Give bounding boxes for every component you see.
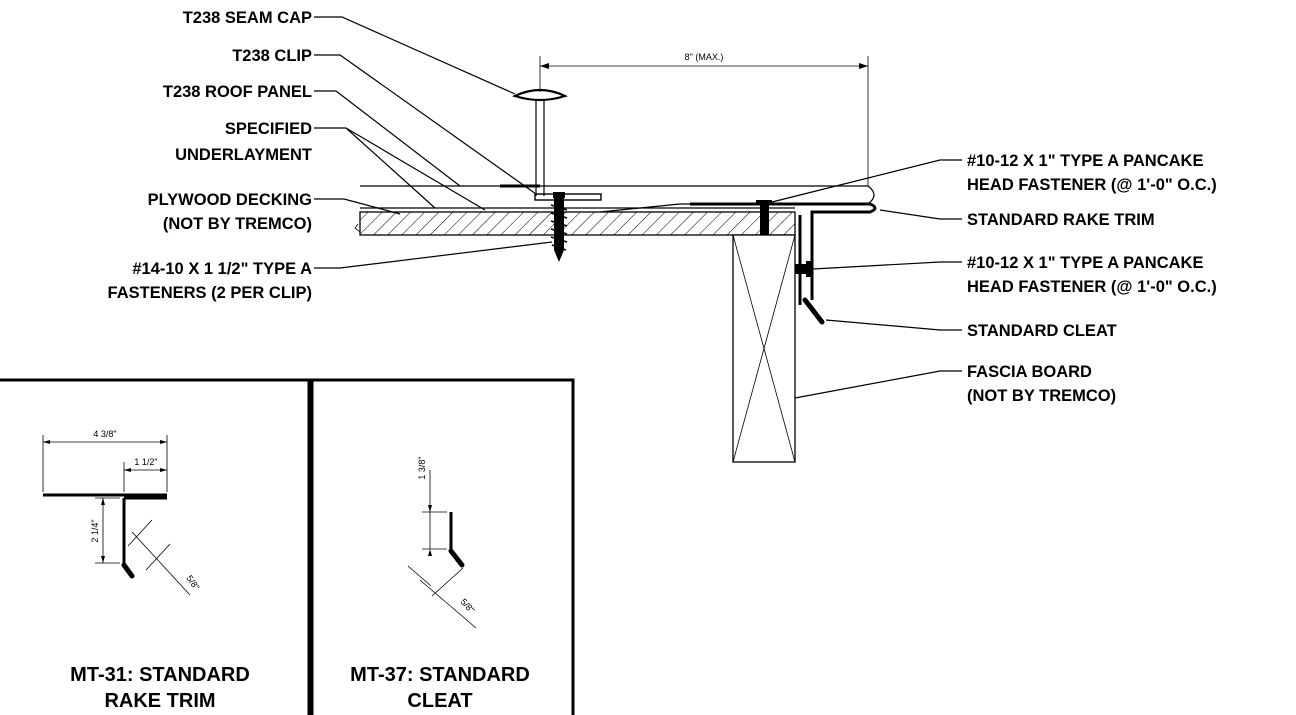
leader-clip [314, 54, 537, 195]
max-width-dimension: 8" (MAX.) [539, 52, 869, 186]
max-width-label: 8" (MAX.) [685, 52, 724, 62]
leader-pancake-top [771, 159, 962, 203]
mt37-box-border [310, 378, 575, 715]
seam-cap [512, 88, 568, 102]
leader-decking [314, 198, 401, 215]
leader-underlayment-b [345, 127, 486, 211]
right-callouts: #10-12 X 1" TYPE A PANCAKE HEAD FASTENER… [771, 152, 1217, 405]
detail-boxes [0, 378, 575, 715]
label-fasteners-2: FASTENERS (2 PER CLIP) [108, 284, 312, 302]
leader-cleat [825, 319, 962, 331]
label-fascia-2: (NOT BY TREMCO) [967, 387, 1116, 405]
mt31-flange-label: 1 1/2" [134, 457, 157, 467]
cleat-kick [802, 297, 825, 325]
mt31-kick [121, 562, 135, 579]
clip-fastener-icon [550, 192, 568, 262]
mt37-kick [448, 548, 465, 568]
clip-base [534, 193, 602, 201]
mt31-kick-label: 5/8" [184, 573, 201, 592]
label-cleat: STANDARD CLEAT [967, 322, 1117, 340]
label-roof-panel: T238 ROOF PANEL [163, 83, 312, 101]
label-underlayment-2: UNDERLAYMENT [175, 146, 312, 164]
leader-rake-trim [879, 209, 962, 220]
mt31-width-label: 4 3/8" [93, 429, 116, 439]
leader-underlayment-a [314, 127, 436, 209]
plywood-decking [359, 211, 796, 236]
label-clip: T238 CLIP [232, 47, 312, 65]
label-pancake-mid-2: HEAD FASTENER (@ 1'-0" O.C.) [967, 278, 1217, 296]
main-section: 8" (MAX.) [354, 52, 877, 463]
leader-fasteners [314, 241, 553, 269]
label-pancake-mid-1: #10-12 X 1" TYPE A PANCAKE [967, 254, 1203, 272]
label-rake-trim: STANDARD RAKE TRIM [967, 211, 1155, 229]
leader-seam-cap [314, 16, 516, 95]
left-callouts: T238 SEAM CAP T238 CLIP T238 ROOF PANEL … [108, 9, 553, 302]
mt37-height-label: 1 3/8" [417, 456, 427, 479]
label-decking-2: (NOT BY TREMCO) [163, 215, 312, 233]
mt31-height-label: 2 1/4" [90, 519, 100, 542]
leader-roof-panel [314, 90, 461, 187]
mt37-kick-label: 5/8" [459, 597, 477, 615]
label-seam-cap: T238 SEAM CAP [183, 9, 312, 27]
label-pancake-top-2: HEAD FASTENER (@ 1'-0" O.C.) [967, 176, 1217, 194]
mt31-detail: 4 3/8" 1 1/2" 2 1/4" 5/8" MT-31: STANDAR… [42, 429, 250, 712]
label-decking-1: PLYWOOD DECKING [148, 191, 312, 209]
mt37-detail: 1 3/8" 5/8" MT-37: STANDARD CLEAT [350, 456, 530, 712]
leader-pancake-mid [812, 261, 962, 270]
mt37-title-1: MT-37: STANDARD [350, 664, 530, 686]
label-underlayment-1: SPECIFIED [225, 120, 312, 138]
label-fasteners-1: #14-10 X 1 1/2" TYPE A [132, 260, 312, 278]
mt31-box-border [0, 378, 311, 715]
mt31-title-1: MT-31: STANDARD [70, 664, 250, 686]
label-fascia-1: FASCIA BOARD [967, 363, 1092, 381]
label-pancake-top-1: #10-12 X 1" TYPE A PANCAKE [967, 152, 1203, 170]
leader-fascia [794, 370, 962, 399]
mt37-title-2: CLEAT [407, 690, 472, 712]
break-mark [354, 223, 361, 233]
mt31-title-2: RAKE TRIM [104, 690, 215, 712]
rake-trim [690, 202, 877, 300]
